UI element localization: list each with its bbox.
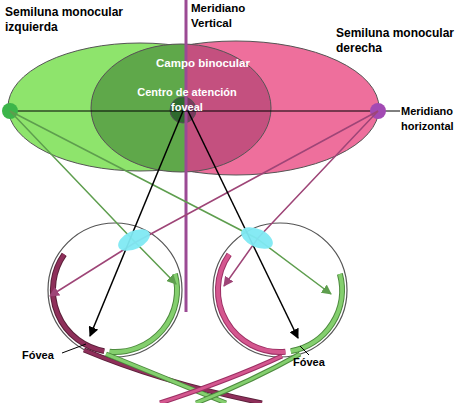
leader-line (62, 344, 86, 353)
leader-line (300, 346, 309, 355)
field-ellipse (8, 43, 272, 171)
meridian-label: Meridiano horizontal (401, 104, 467, 134)
node-label: Campo binocular (156, 56, 268, 71)
left-eye-nasal-retina (110, 274, 177, 352)
right-eye-nasal-retina (218, 254, 285, 352)
right-eyeball (213, 223, 347, 357)
retina-outline (291, 274, 342, 351)
binocular-field: Campo binocularCentro de atención foveal (88, 40, 274, 176)
optic-nerve-outline (84, 350, 262, 403)
retina-outline (218, 254, 285, 352)
field-outline (91, 44, 271, 172)
optic-nerve-strand (84, 350, 262, 403)
optic-nerve-strand (196, 354, 300, 403)
node-label: Semiluna monocular derecha (336, 26, 460, 56)
right-lens (238, 223, 276, 254)
node-label: Centro de atención foveal (127, 85, 247, 115)
node-label: Semiluna monocular izquierda (5, 5, 129, 35)
optic-nerve-strand (160, 356, 282, 403)
retina-outline (110, 274, 177, 352)
left-eye-temporal-retina (53, 254, 104, 351)
fovea-label: Fóvea (293, 355, 343, 370)
left-lens (115, 225, 153, 256)
left-eyeball (48, 223, 182, 357)
retina-outline (53, 254, 104, 351)
meridian-label: Meridiano Vertical (191, 1, 263, 31)
field-right-half (91, 44, 271, 172)
foveal-center: Centro de atención foveal (125, 82, 249, 126)
right-eye-temporal-retina (291, 274, 342, 351)
optic-nerve-outline (106, 354, 226, 403)
fovea-label: Fóvea (22, 348, 72, 363)
optic-nerve-outline (196, 354, 300, 403)
optic-nerve-strand (106, 354, 226, 403)
field-left-half (91, 44, 186, 172)
optic-nerve-outline (160, 356, 282, 403)
